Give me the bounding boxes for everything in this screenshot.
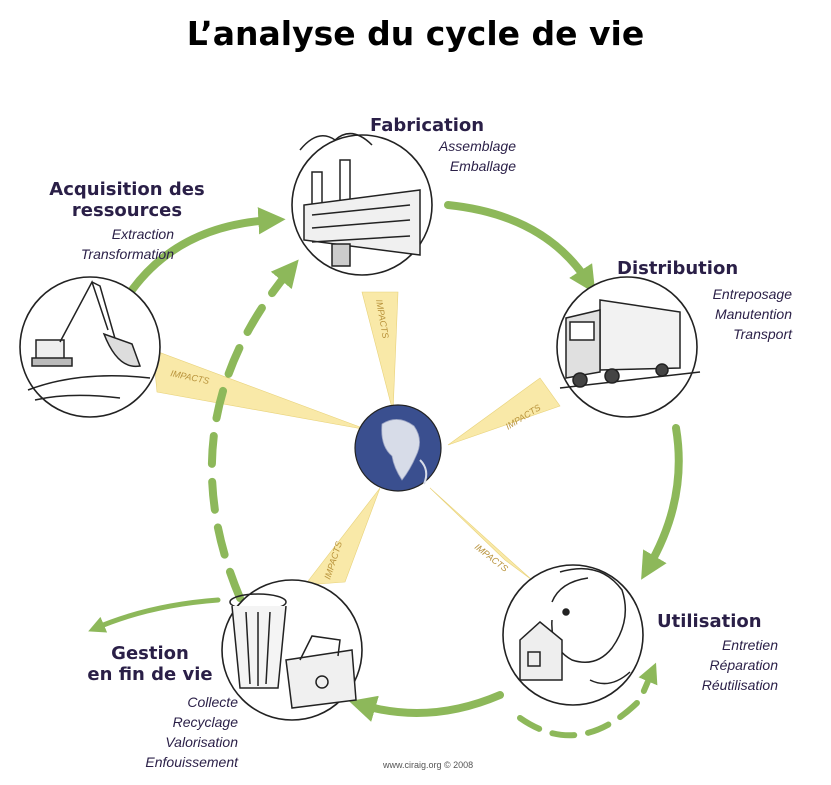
arrow-fabrication-to-distribution [444,201,596,294]
fin-de-vie-item: Recyclage [172,714,238,730]
stage-utilisation [502,564,644,706]
acquisition-item: Transformation [80,246,174,262]
fabrication-item: Assemblage [438,138,516,154]
stage-acquisition [19,276,161,418]
page-title: L’analyse du cycle de vie [186,14,645,53]
cycle-arrows [88,201,683,739]
utilisation-title-line-1: Utilisation [657,611,762,632]
trash-recycling-icon [229,593,357,709]
distribution-item: Transport [733,326,792,342]
distribution-items: Entreposage Manutention Transport [660,284,792,344]
utilisation-item: Réutilisation [701,677,778,693]
acquisition-title-line-2: ressources [71,200,183,221]
fin-de-vie-title-line-1: Gestion [111,643,189,664]
impact-ray-fabrication [361,291,399,413]
fabrication-item: Emballage [449,158,516,174]
factory-icon [299,132,421,267]
fin-de-vie-items: Collecte Recyclage Valorisation Enfouiss… [108,692,238,772]
fin-de-vie-item: Collecte [187,694,238,710]
impact-rays [152,291,561,586]
impact-ray-distribution [447,377,561,446]
arrow-acquisition-to-fabrication [128,207,286,294]
fin-de-vie-title: Gestion en fin de vie [70,643,230,685]
fin-de-vie-item: Enfouissement [145,754,238,770]
distribution-item: Manutention [714,306,792,322]
arrow-reuse-to-fabrication [208,259,299,602]
acquisition-title-line-1: Acquisition des [49,179,205,200]
acquisition-items: Extraction Transformation [24,224,174,264]
arrow-distribution-to-utilisation [641,424,683,580]
distribution-title: Distribution [617,258,738,279]
truck-icon [559,299,701,389]
arrow-utilisation-to-fin-de-vie [348,691,504,722]
utilisation-item: Réparation [709,657,779,673]
utilisation-item: Entretien [721,637,778,653]
fabrication-title-line-1: Fabrication [370,115,485,136]
excavator-icon [27,280,151,401]
acquisition-item: Extraction [111,226,174,242]
stage-fabrication [291,132,433,276]
globe-icon [354,404,442,492]
stage-fin-de-vie [221,579,363,721]
impact-ray-acquisition [152,349,369,431]
credit-text: www.ciraig.org © 2008 [383,760,474,770]
arrow-reuse-loop [517,662,658,739]
fin-de-vie-title-line-2: en fin de vie [87,664,213,685]
utilisation-items: Entretien Réparation Réutilisation [650,635,778,695]
distribution-item: Entreposage [712,286,792,302]
person-house-icon [519,567,631,685]
acquisition-title: Acquisition des ressources [37,179,217,221]
stage-distribution [556,276,701,418]
impact-ray-utilisation [429,487,533,581]
fin-de-vie-item: Valorisation [165,734,238,750]
fabrication-title: Fabrication [370,115,484,136]
fabrication-items: Assemblage Emballage [400,136,516,176]
distribution-title-line-1: Distribution [617,258,739,279]
utilisation-title: Utilisation [657,611,762,632]
impact-ray-fin-de-vie [304,487,381,586]
arrow-fin-de-vie-out [88,597,221,633]
